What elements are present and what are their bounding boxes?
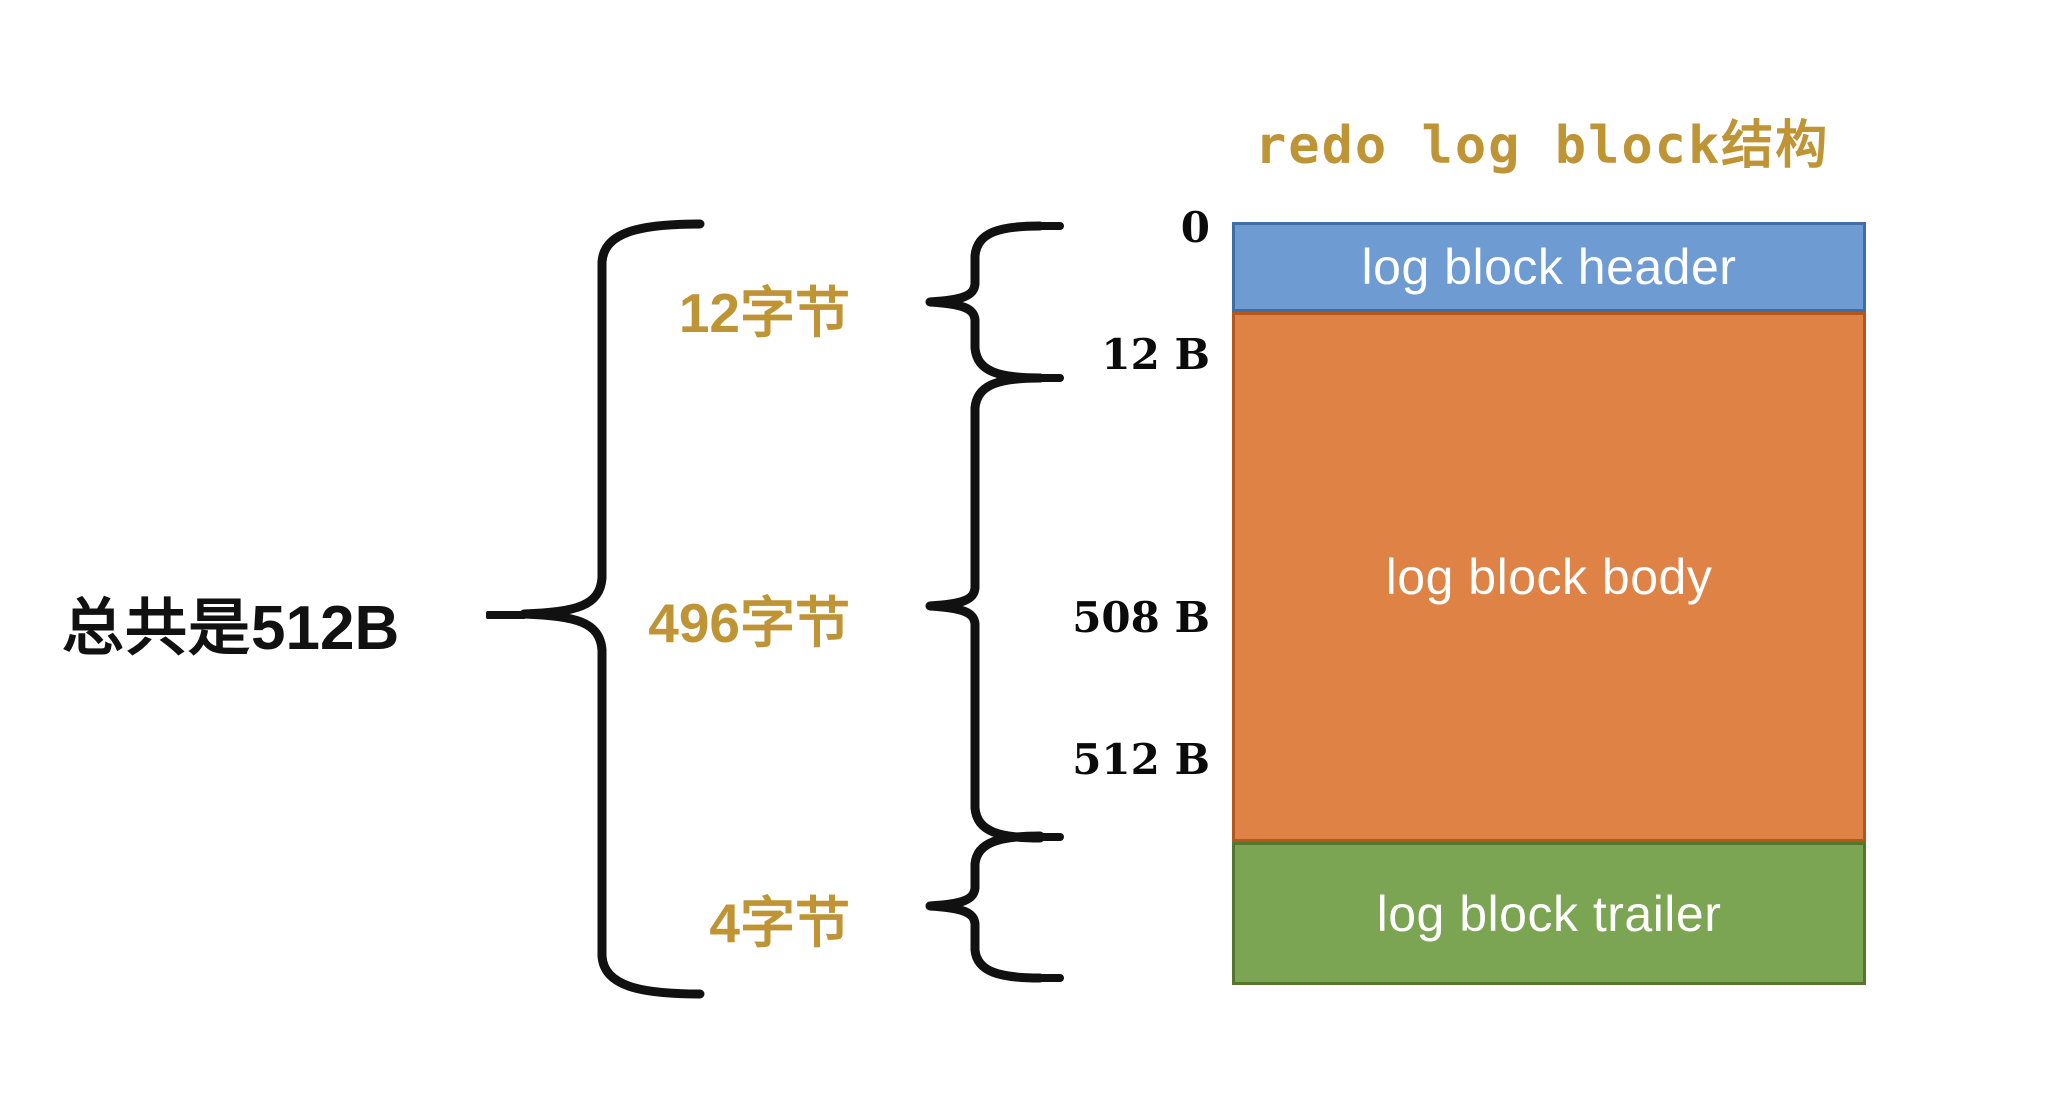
segment-brace-body [925,373,1045,843]
total-size-label-value: 512B [251,594,400,663]
offset-label-0: 0 [1180,203,1210,252]
total-size-label-cjk: 总共是 [62,591,252,664]
block-stack: log block header log block body log bloc… [1232,222,1866,985]
block-log-block-header[interactable]: log block header [1232,222,1866,312]
segment-size-label-body: 496字节 [648,592,850,654]
block-label-header: log block header [1361,239,1737,295]
offset-label-508b: 508 B [1072,593,1210,642]
block-log-block-trailer[interactable]: log block trailer [1232,842,1866,985]
block-label-trailer: log block trailer [1376,885,1722,942]
segment-brace-trailer [925,831,1045,983]
total-size-label: 总共是512B [62,577,399,667]
page-title: redo log block结构 [1255,116,1830,176]
offset-label-512b: 512 B [1072,735,1210,784]
segment-size-label-header: 12字节 [678,282,850,344]
total-connector-dash [486,611,526,619]
segment-brace-header [925,221,1045,383]
offset-label-12b: 12 B [1101,330,1210,379]
block-label-body: log block body [1385,549,1713,605]
block-log-block-body[interactable]: log block body [1232,312,1866,842]
segment-size-label-trailer: 4字节 [709,892,850,954]
